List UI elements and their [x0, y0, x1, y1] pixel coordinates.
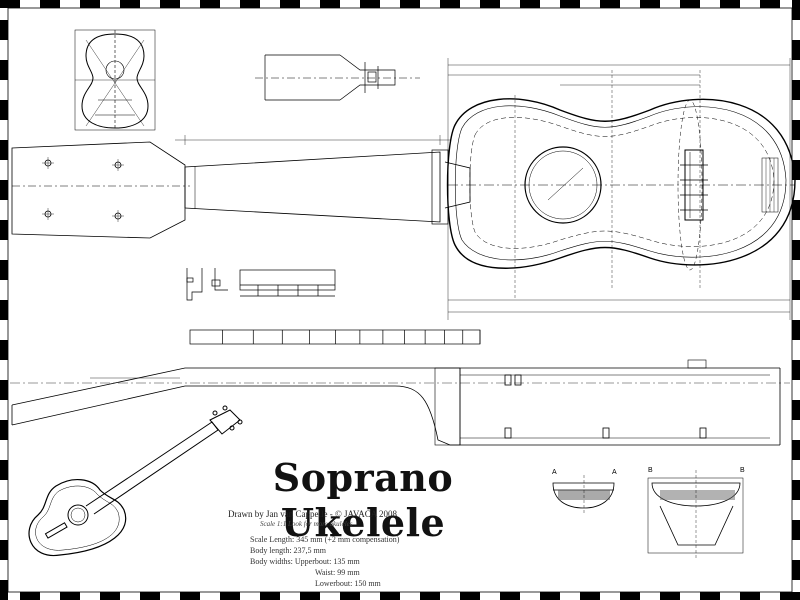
- border-block: [540, 592, 560, 600]
- border-block: [792, 400, 800, 420]
- border-block: [0, 460, 8, 480]
- border-block: [480, 0, 500, 8]
- spec-body-length: Body length: 237,5 mm: [250, 546, 326, 555]
- body-plan: [444, 58, 796, 320]
- border-block: [0, 500, 8, 520]
- scale-note: Scale 1:1 Look for more ukuleles: [260, 520, 353, 528]
- border-block: [792, 0, 800, 20]
- border-block: [280, 0, 300, 8]
- border-block: [0, 100, 8, 120]
- border-block: [792, 520, 800, 540]
- border-block: [180, 592, 200, 600]
- border-block: [400, 0, 420, 8]
- saddle-detail: [239, 269, 336, 297]
- border-block: [700, 592, 720, 600]
- border-block: [792, 240, 800, 260]
- border-block: [560, 0, 580, 8]
- border-block: [760, 0, 780, 8]
- border-block: [780, 592, 800, 600]
- border-block: [460, 592, 480, 600]
- spec-scale-length: Scale Length: 345 mm (+2 mm compensation…: [250, 535, 400, 544]
- section-label-a-left: A: [552, 469, 557, 476]
- border-block: [220, 592, 240, 600]
- border-block: [580, 592, 600, 600]
- border-block: [100, 592, 120, 600]
- section-label-b-left: B: [648, 467, 653, 474]
- border-block: [792, 480, 800, 500]
- heel-detail: [255, 54, 420, 101]
- border-block: [360, 0, 380, 8]
- border-block: [160, 0, 180, 8]
- border-block: [0, 180, 8, 200]
- border-block: [0, 60, 8, 80]
- section-label-a-right: A: [612, 469, 617, 476]
- border-block: [340, 592, 360, 600]
- border-block: [620, 592, 640, 600]
- border-block: [60, 592, 80, 600]
- border-block: [600, 0, 620, 8]
- border-block: [0, 220, 8, 240]
- border-block: [792, 440, 800, 460]
- border-block: [20, 592, 40, 600]
- border-block: [792, 560, 800, 580]
- spec-lowerbout: Lowerbout: 150 mm: [315, 579, 381, 588]
- border-block: [0, 300, 8, 320]
- border-block: [80, 0, 100, 8]
- border-block: [0, 580, 8, 600]
- body-thumbnail: [74, 29, 156, 131]
- section-label-b-right: B: [740, 467, 745, 474]
- border-block: [660, 592, 680, 600]
- headstock-plan: [11, 141, 190, 239]
- ruler-outline: [189, 329, 481, 345]
- border-block: [640, 0, 660, 8]
- drawing-credit: Drawn by Jan van Cappelle - © JAVACA 200…: [228, 509, 397, 519]
- border-block: [792, 80, 800, 100]
- border-block: [0, 540, 8, 560]
- ukulele-sketch: [28, 405, 243, 557]
- neck-plan: [175, 135, 450, 225]
- border-block: [120, 0, 140, 8]
- border-block: [440, 0, 460, 8]
- border-block: [40, 0, 60, 8]
- border-block: [0, 340, 8, 360]
- border-block: [792, 160, 800, 180]
- border-block: [240, 0, 260, 8]
- border-block: [260, 592, 280, 600]
- border-block: [792, 320, 800, 340]
- border-block: [792, 200, 800, 220]
- inner-frame: [7, 7, 793, 593]
- border-block: [140, 592, 160, 600]
- border-block: [420, 592, 440, 600]
- border-block: [792, 280, 800, 300]
- fret-scale-ruler: [189, 329, 481, 345]
- border-block: [300, 592, 320, 600]
- border-block: [0, 380, 8, 400]
- border-block: [380, 592, 400, 600]
- border-block: [0, 0, 20, 8]
- border-block: [792, 120, 800, 140]
- spec-waist: Waist: 99 mm: [315, 568, 360, 577]
- border-block: [0, 420, 8, 440]
- section-a-a: [552, 475, 615, 515]
- page-title: Soprano Ukelele: [272, 455, 454, 545]
- border-block: [792, 360, 800, 380]
- border-block: [500, 592, 520, 600]
- border-block: [0, 260, 8, 280]
- spec-body-widths: Body widths: Upperbout: 135 mm: [250, 557, 360, 566]
- side-profile: [10, 359, 790, 446]
- border-block: [0, 140, 8, 160]
- border-block: [320, 0, 340, 8]
- section-b-b: [647, 470, 744, 560]
- border-block: [740, 592, 760, 600]
- border-block: [680, 0, 700, 8]
- border-block: [720, 0, 740, 8]
- border-block: [0, 20, 8, 40]
- border-block: [520, 0, 540, 8]
- border-block: [200, 0, 220, 8]
- border-block: [792, 40, 800, 60]
- nut-detail: [186, 268, 228, 301]
